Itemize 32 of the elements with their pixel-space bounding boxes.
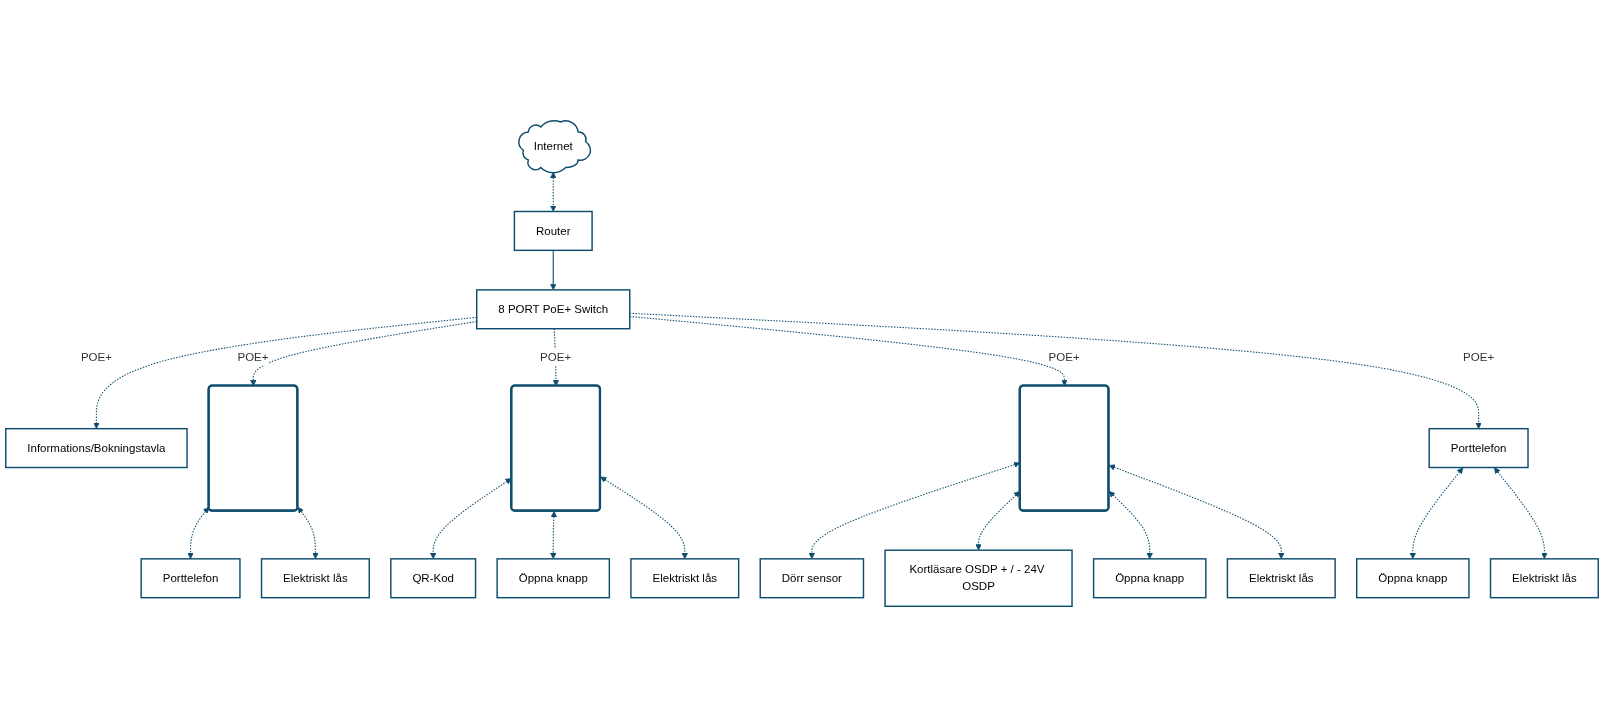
arrow [629,312,1482,429]
node-box: Öppna knapp [1092,558,1207,599]
node-box: Elektriskt lås [1226,558,1336,599]
arrow [1108,464,1285,560]
arrow [430,478,512,560]
arrow [600,476,688,560]
node-box: Informations/Bokningstavla [5,427,188,469]
arrow [297,506,319,560]
node-box: Porttelefon [1428,427,1529,469]
node-box: Router [513,210,593,252]
node-box: Elektriskt lås [630,558,740,599]
edge-label: POE+ [1048,350,1080,363]
arrow [550,249,557,291]
edge-label: POE+ [1463,350,1495,363]
edge-label: POE+ [540,350,572,363]
arrow [1494,467,1548,560]
node-box: Dörr sensor [759,558,865,599]
node-box: Elektriskt lås [260,558,370,599]
node-box: Öppna knapp [1356,558,1470,599]
node-box: QR-Kod [390,558,477,599]
arrow [550,511,558,560]
node-box: Öppna knapp [496,558,611,599]
arrow [187,506,210,560]
edge-label: POE+ [80,350,112,363]
arrow [1409,467,1464,560]
node-box: Porttelefon [140,558,241,599]
arrow [1108,491,1153,560]
node-box: Elektriskt lås [1489,558,1599,599]
node-box: 8 PORT PoE+ Switch [476,289,631,330]
edge-label: POE+ [237,350,269,363]
node-box: Kortläsare OSDP + / - 24V OSDP [884,549,1073,607]
arrow [550,171,557,212]
